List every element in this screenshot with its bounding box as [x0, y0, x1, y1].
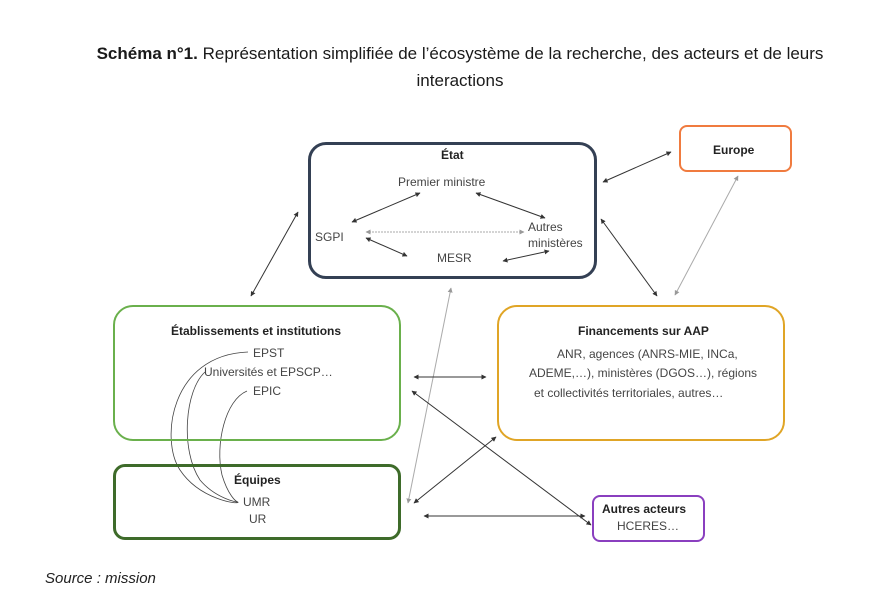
curve-epst-umr — [170, 351, 249, 504]
arrow-etat-equipes — [406, 287, 453, 504]
financements-line-2: ADEME,…), ministères (DGOS…), régions — [529, 366, 758, 380]
arrow-etablissements-autres — [411, 390, 592, 526]
autres-acteurs-title: Autres acteurs — [602, 502, 687, 516]
curve-epic-umr — [219, 390, 248, 503]
epst-label: EPST — [253, 346, 285, 360]
europe-title: Europe — [713, 143, 755, 157]
umr-label: UMR — [243, 495, 271, 509]
arrow-mesr-autres — [502, 249, 550, 263]
arrow-etat-europe — [602, 151, 672, 183]
arrow-pm-sgpi — [351, 192, 421, 223]
etablissements-title: Établissements et institutions — [171, 324, 342, 338]
curve-univ-umr — [186, 371, 239, 503]
source-note: Source : mission — [45, 570, 156, 587]
arrow-sgpi-mesr — [365, 237, 408, 257]
financements-box — [497, 305, 785, 441]
arrow-pm-autres — [475, 192, 546, 219]
autres-ministeres-label-2: ministères — [528, 236, 583, 250]
autres-ministeres-label-1: Autres — [528, 220, 563, 234]
europe-box — [679, 125, 792, 172]
hceres-label: HCERES… — [617, 519, 680, 533]
etat-box — [308, 142, 597, 279]
financements-title: Financements sur AAP — [578, 324, 709, 338]
equipes-box — [113, 464, 401, 540]
universites-label: Universités et EPSCP… — [204, 365, 333, 379]
equipes-title: Équipes — [234, 473, 281, 487]
financements-line-3: et collectivités territoriales, autres… — [534, 386, 724, 400]
figure-title: Schéma n°1. Représentation simplifiée de… — [60, 40, 860, 94]
premier-ministre-label: Premier ministre — [398, 175, 486, 189]
figure-caption: Représentation simplifiée de l’écosystèm… — [197, 44, 824, 90]
arrow-etat-etablissements — [250, 211, 299, 297]
sgpi-label: SGPI — [315, 230, 344, 244]
arrow-equipes-financements — [413, 436, 497, 504]
etat-title: État — [441, 148, 464, 162]
autres-acteurs-box — [592, 495, 705, 542]
figure-number: Schéma n°1. — [96, 44, 198, 63]
arrow-europe-financements — [674, 175, 739, 296]
ur-label: UR — [249, 512, 267, 526]
epic-label: EPIC — [253, 384, 282, 398]
arrow-etat-financements — [600, 218, 658, 297]
financements-line-1: ANR, agences (ANRS-MIE, INCa, — [557, 347, 738, 361]
mesr-label: MESR — [437, 251, 472, 265]
etablissements-box — [113, 305, 401, 441]
